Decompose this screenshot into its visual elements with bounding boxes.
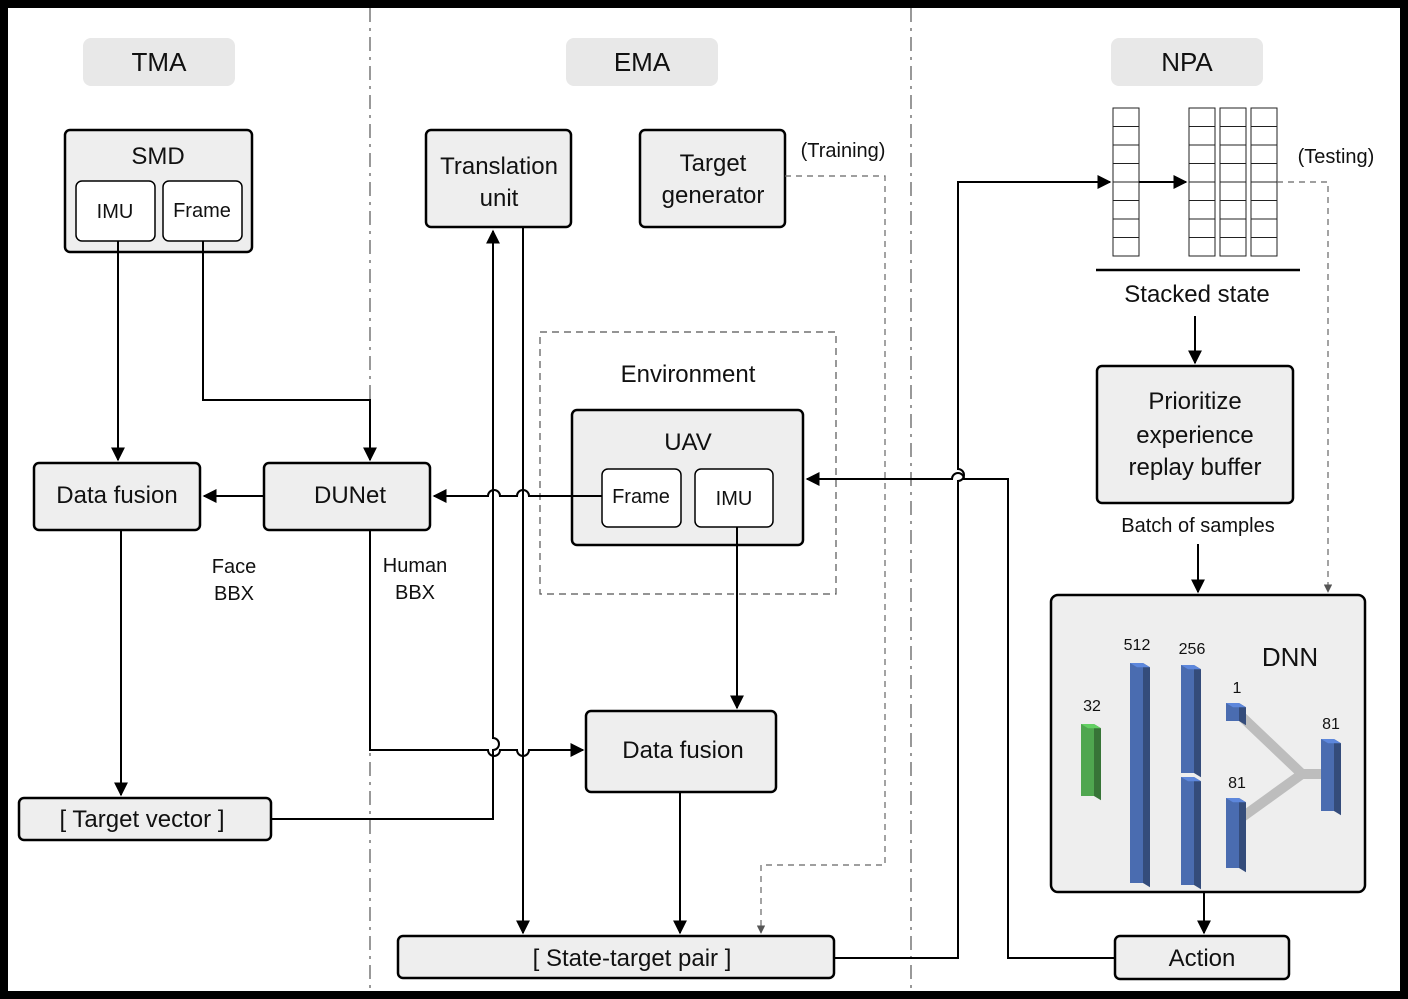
section-header-ema: EMA	[566, 38, 718, 86]
smd-box: SMD IMU Frame	[63, 128, 254, 254]
dnn-layer-size-label: 32	[1083, 698, 1101, 715]
dnn-box: DNN	[1049, 593, 1367, 894]
arrow-smd-frame-to-dunet	[202, 241, 377, 462]
human-bbx-line2: BBX	[395, 582, 435, 604]
stacked-state-single	[1112, 107, 1140, 257]
data-fusion-tma-box: Data fusion	[32, 461, 202, 532]
uav-imu-box	[694, 468, 774, 528]
dnn-layer-81-bar	[1321, 739, 1341, 816]
action-label: Action	[1169, 945, 1236, 972]
dnn-layer-256-bar	[1181, 665, 1201, 778]
target-generator-line1: Target	[680, 150, 747, 177]
section-header-tma: TMA	[83, 38, 235, 86]
replay-buffer-line2: experience	[1136, 422, 1253, 449]
smd-title: SMD	[131, 143, 184, 170]
translation-unit-line1: Translation	[440, 153, 558, 180]
dnn-layer-size-label: 81	[1228, 775, 1246, 792]
uav-frame-box	[601, 468, 682, 528]
environment-title: Environment	[621, 361, 756, 388]
smd-frame-label: Frame	[173, 200, 231, 222]
dnn-layer-size-label: 512	[1124, 637, 1151, 654]
pipeline-diagram: TMA EMA NPA SMD IMU Frame Data fusion DU…	[17, 8, 1375, 991]
smd-imu-label: IMU	[97, 201, 134, 223]
replay-buffer-line3: replay buffer	[1129, 454, 1262, 481]
dnn-layer-size-label: 81	[1322, 716, 1340, 733]
uav-title: UAV	[664, 429, 712, 456]
dnn-layer-32-bar	[1081, 724, 1101, 801]
smd-imu-box	[75, 180, 156, 242]
data-fusion-ema-box: Data fusion	[584, 709, 778, 794]
arrow-uav-frame-to-dunet	[432, 489, 602, 503]
uav-imu-label: IMU	[716, 488, 753, 510]
stacked-state-grid	[1188, 107, 1278, 257]
data-fusion-tma-label: Data fusion	[56, 482, 177, 509]
state-target-pair-label: [ State-target pair ]	[533, 945, 732, 972]
training-label: (Training)	[801, 140, 886, 162]
dnn-layer-81-bar	[1226, 798, 1246, 873]
face-bbx-line1: Face	[212, 556, 256, 578]
testing-label: (Testing)	[1298, 146, 1375, 168]
arrow-pair-to-stacked-state	[834, 175, 1112, 959]
section-header-npa: NPA	[1111, 38, 1263, 86]
uav-frame-label: Frame	[612, 486, 670, 508]
dnn-layer-size-label: 1	[1233, 680, 1242, 697]
arrow-action-to-uav	[805, 472, 1115, 959]
dnn-title: DNN	[1262, 642, 1318, 672]
action-box: Action	[1113, 934, 1291, 981]
dnn-layer-512-bar	[1130, 663, 1150, 888]
dnn-layer-256-bar-lower	[1181, 777, 1201, 890]
section-title-tma: TMA	[132, 47, 188, 77]
environment-region	[539, 331, 837, 595]
stacked-state-label: Stacked state	[1124, 281, 1269, 308]
dnn-merge-connection	[1237, 712, 1323, 823]
replay-buffer-line1: Prioritize	[1148, 388, 1241, 415]
human-bbx-line1: Human	[383, 555, 447, 577]
section-title-npa: NPA	[1161, 47, 1213, 77]
arrow-dunet-human-bbx-to-fusion	[369, 530, 585, 757]
replay-buffer-box: Prioritize experience replay buffer	[1095, 364, 1295, 505]
target-vector-box: [ Target vector ]	[17, 796, 273, 842]
translation-unit-line2: unit	[480, 185, 519, 212]
dnn-layer-1-bar	[1226, 703, 1246, 726]
batch-of-samples-label: Batch of samples	[1121, 515, 1274, 537]
uav-box: UAV Frame IMU	[570, 408, 805, 547]
data-fusion-ema-label: Data fusion	[622, 737, 743, 764]
dnn-layers: 32 512 256 1 81 81	[1081, 637, 1341, 890]
arrow-stacked-testing	[1277, 181, 1333, 593]
target-vector-label: [ Target vector ]	[60, 806, 225, 833]
dnn-layer-size-label: 256	[1179, 641, 1206, 658]
arrow-target-generator-training	[756, 175, 886, 934]
arrow-target-vector-to-translation	[271, 229, 500, 820]
section-title-ema: EMA	[614, 47, 671, 77]
diagram-canvas: TMA EMA NPA SMD IMU Frame Data fusion DU…	[8, 8, 1400, 991]
dunet-label: DUNet	[314, 482, 386, 509]
state-target-pair-box: [ State-target pair ]	[396, 934, 836, 980]
target-generator-line2: generator	[662, 182, 765, 209]
face-bbx-line2: BBX	[214, 583, 254, 605]
translation-unit-box: Translation unit	[424, 128, 573, 229]
dunet-box: DUNet	[262, 461, 432, 532]
target-generator-box: Target generator	[638, 128, 787, 229]
